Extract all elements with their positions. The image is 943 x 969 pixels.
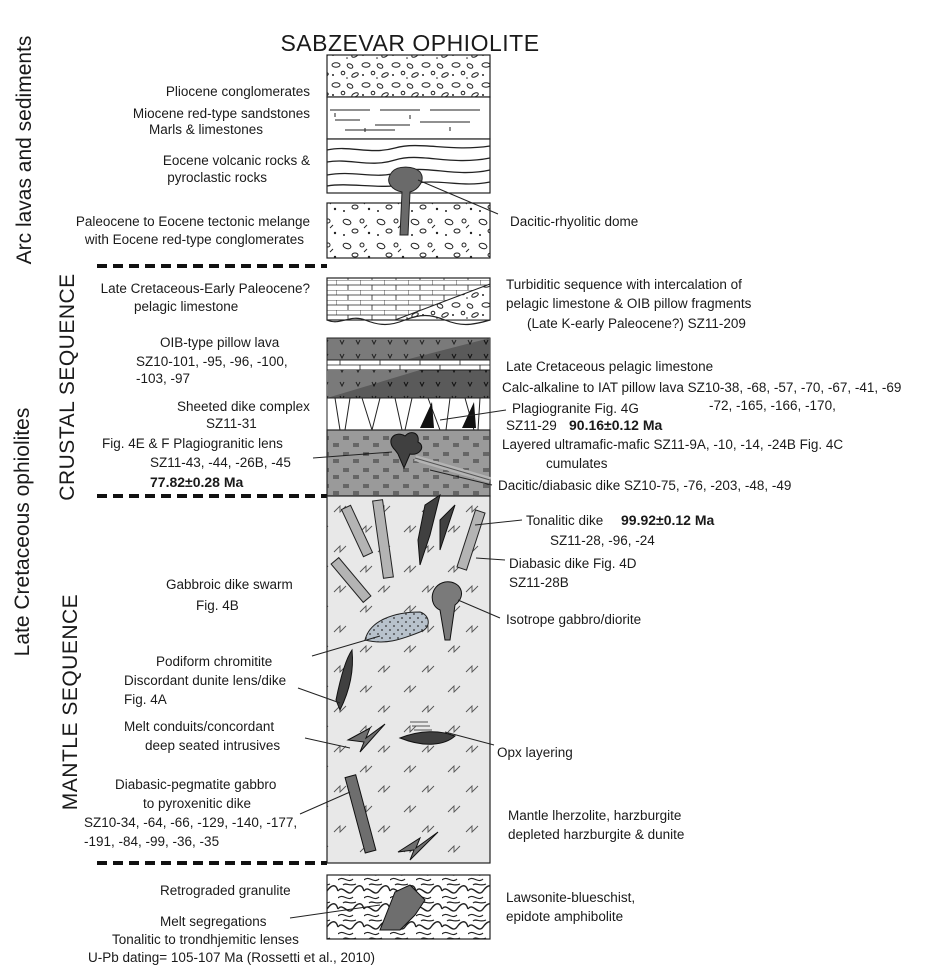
label-calc-alkaline-2: -72, -165, -166, -170, (709, 398, 836, 414)
label-marls: Marls & limestones (149, 122, 263, 138)
label-turbidite-3: (Late K-early Paleocene?) SZ11-209 (527, 316, 746, 332)
label-late-cretaceous-2: pelagic limestone (134, 299, 238, 315)
label-podiform: Podiform chromitite (156, 654, 272, 670)
label-fig4ef: Fig. 4E & F Plagiogranitic lens (102, 436, 283, 452)
label-layered-2: cumulates (546, 456, 608, 472)
label-paleocene-1: Paleocene to Eocene tectonic melange (76, 214, 310, 230)
label-upb: U-Pb dating= 105-107 Ma (Rossetti et al.… (88, 950, 375, 966)
label-eocene-1: Eocene volcanic rocks & (163, 153, 310, 169)
label-plagiogranite-1: Plagiogranite Fig. 4G (512, 401, 639, 417)
label-discordant: Discordant dunite lens/dike (124, 673, 286, 689)
label-age-7782: 77.82±0.28 Ma (150, 474, 243, 490)
label-dome: Dacitic-rhyolitic dome (510, 214, 638, 230)
label-gabbroic: Gabbroic dike swarm (166, 577, 293, 593)
label-opx: Opx layering (497, 745, 573, 761)
label-diab-1: Diabasic-pegmatite gabbro (115, 777, 276, 793)
label-diab-3: SZ10-34, -64, -66, -129, -140, -177, (84, 815, 297, 831)
label-tonalitic-1: Tonalitic dike (526, 513, 603, 529)
label-tonalitic-2: SZ11-28, -96, -24 (550, 533, 655, 549)
label-calc-alkaline-1: Calc-alkaline to IAT pillow lava SZ10-38… (502, 380, 901, 396)
label-late-cretaceous-1: Late Cretaceous-Early Paleocene? (101, 281, 310, 297)
label-tonalitic-age: 99.92±0.12 Ma (621, 512, 714, 528)
label-melt-1: Melt conduits/concordant (124, 719, 274, 735)
label-mantle-1: Mantle lherzolite, harzburgite (508, 808, 681, 824)
label-melt-seg: Melt segregations (160, 914, 267, 930)
label-turbidite-2: pelagic limestone & OIB pillow fragments (506, 296, 751, 312)
label-melt-2: deep seated intrusives (145, 738, 280, 754)
label-diabasic-dike-1: Diabasic dike Fig. 4D (509, 556, 637, 572)
label-oib-2: SZ10-101, -95, -96, -100, (136, 354, 288, 370)
label-sheeted-2: SZ11-31 (206, 416, 257, 432)
label-late-pelagic: Late Cretaceous pelagic limestone (506, 359, 713, 375)
label-miocene: Miocene red-type sandstones (133, 106, 310, 122)
label-diab-4: -191, -84, -99, -36, -35 (84, 834, 219, 850)
label-layered-1: Layered ultramafic-mafic SZ11-9A, -10, -… (502, 437, 843, 453)
label-plagiogranite-2: SZ11-29 (506, 418, 557, 434)
label-oib-1: OIB-type pillow lava (160, 335, 279, 351)
label-lawsonite-1: Lawsonite-blueschist, (506, 890, 635, 906)
label-sz11-43: SZ11-43, -44, -26B, -45 (150, 455, 291, 471)
label-mantle-2: depleted harzburgite & dunite (508, 827, 684, 843)
label-fig4b: Fig. 4B (196, 598, 239, 614)
label-diabasic-dike-2: SZ11-28B (509, 575, 569, 591)
label-isotrope: Isotrope gabbro/diorite (506, 612, 641, 628)
label-turbidite-1: Turbiditic sequence with intercalation o… (506, 277, 742, 293)
label-eocene-2: pyroclastic rocks (167, 170, 267, 186)
label-retro: Retrograded granulite (160, 883, 291, 899)
label-dacitic-dike: Dacitic/diabasic dike SZ10-75, -76, -203… (498, 478, 791, 494)
label-fig4a: Fig. 4A (124, 692, 167, 708)
label-paleocene-2: with Eocene red-type conglomerates (85, 232, 304, 248)
label-lawsonite-2: epidote amphibolite (506, 909, 623, 925)
label-oib-3: -103, -97 (136, 371, 190, 387)
label-tonal: Tonalitic to trondhjemitic lenses (112, 932, 299, 948)
label-plagiogranite-age: 90.16±0.12 Ma (569, 417, 662, 433)
label-sheeted-1: Sheeted dike complex (177, 399, 310, 415)
label-diab-2: to pyroxenitic dike (143, 796, 251, 812)
label-pliocene: Pliocene conglomerates (166, 84, 310, 100)
